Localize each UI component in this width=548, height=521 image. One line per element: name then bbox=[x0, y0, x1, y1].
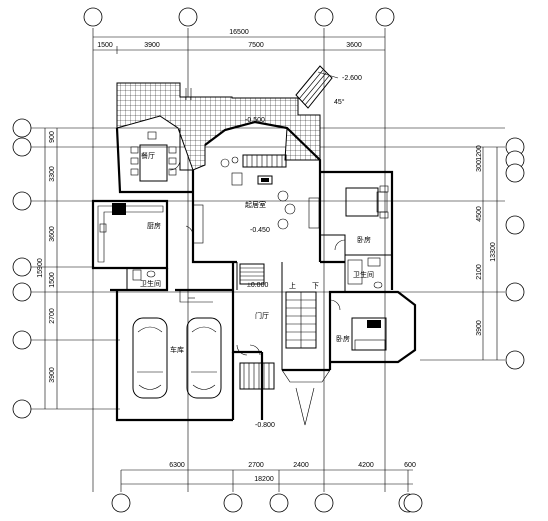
dining-furniture: 餐厅 bbox=[130, 131, 177, 182]
room-label-garage: 车库 bbox=[170, 345, 184, 354]
right-dim-4: 2100 bbox=[476, 264, 483, 280]
top-dimensions: 16500 1500 3900 7500 3600 bbox=[93, 29, 385, 54]
bedroom-lower-furniture: 卧房 bbox=[336, 317, 387, 351]
bottom-dim-2: 2700 bbox=[248, 462, 264, 469]
bottom-dim-5: 600 bbox=[404, 462, 416, 469]
interior-walls bbox=[120, 128, 392, 370]
left-dim-3: 3600 bbox=[49, 226, 56, 242]
room-label-living: 起居室 bbox=[245, 200, 266, 209]
bath-left: 卫生间 bbox=[132, 269, 161, 288]
door-swings bbox=[169, 88, 346, 356]
room-label-bedroom-upper: 卧房 bbox=[357, 235, 371, 244]
left-dim-5: 2700 bbox=[49, 308, 56, 324]
left-dim-6: 3900 bbox=[49, 367, 56, 383]
top-dim-4: 3600 bbox=[346, 42, 362, 49]
car-right bbox=[186, 317, 222, 399]
room-label-bath-left: 卫生间 bbox=[140, 279, 161, 288]
left-total-dim: 15900 bbox=[37, 258, 44, 278]
left-dim-4: 1500 bbox=[49, 272, 56, 288]
bedroom-upper-furniture: 卧房 bbox=[345, 185, 389, 244]
bottom-total-dim: 18200 bbox=[254, 476, 274, 483]
top-total-dim: 16500 bbox=[229, 29, 249, 36]
right-dimensions: 1200 300 4500 2100 3900 13300 bbox=[476, 145, 498, 360]
living-level: -0.450 bbox=[250, 227, 270, 234]
ne-level: -2.600 bbox=[342, 75, 362, 82]
living-furniture: 起居室 -0.450 bbox=[192, 154, 320, 244]
car-left bbox=[132, 317, 168, 399]
entry-steps: ±0.000 门厅 bbox=[239, 263, 269, 320]
axis-bubbles bbox=[12, 7, 525, 513]
right-dim-3: 4500 bbox=[476, 206, 483, 222]
bottom-dimensions: 6300 2700 2400 4200 600 18200 bbox=[121, 462, 416, 485]
exterior-stair-ne: -2.600 45° bbox=[295, 65, 362, 109]
garage: 车库 bbox=[132, 290, 222, 399]
room-label-foyer: 门厅 bbox=[255, 311, 269, 320]
room-label-dining: 餐厅 bbox=[141, 151, 155, 160]
stair-down-marker: 下 bbox=[312, 282, 319, 290]
top-dim-3: 7500 bbox=[248, 42, 264, 49]
top-dim-2: 3900 bbox=[144, 42, 160, 49]
room-label-bath-right: 卫生间 bbox=[353, 270, 374, 279]
left-dim-1: 900 bbox=[49, 131, 56, 143]
terrace-level: -0.500 bbox=[245, 117, 265, 124]
room-label-bedroom-lower: 卧房 bbox=[336, 334, 350, 343]
kitchen-fixtures: 厨房 bbox=[97, 203, 164, 263]
right-dim-2: 300 bbox=[476, 160, 483, 172]
top-dim-1: 1500 bbox=[97, 42, 113, 49]
stair-angle: 45° bbox=[334, 98, 345, 106]
front-level: -0.800 bbox=[255, 422, 275, 429]
bottom-dim-3: 2400 bbox=[293, 462, 309, 469]
right-total-dim: 13300 bbox=[490, 242, 497, 262]
bath-right: 卫生间 bbox=[347, 257, 383, 289]
right-dim-1: 1200 bbox=[476, 145, 483, 161]
right-dim-5: 3900 bbox=[476, 320, 483, 336]
interior-stair: 上 下 bbox=[285, 281, 319, 349]
front-steps: -0.800 bbox=[239, 362, 331, 429]
left-dim-2: 3300 bbox=[49, 166, 56, 182]
entry-level: ±0.000 bbox=[247, 282, 268, 289]
bottom-dim-1: 6300 bbox=[169, 462, 185, 469]
stair-up-marker: 上 bbox=[289, 281, 296, 290]
bottom-dim-4: 4200 bbox=[358, 462, 374, 469]
room-label-kitchen: 厨房 bbox=[147, 221, 161, 230]
left-dimensions: 900 3300 3600 1500 2700 3900 15900 bbox=[37, 128, 58, 409]
